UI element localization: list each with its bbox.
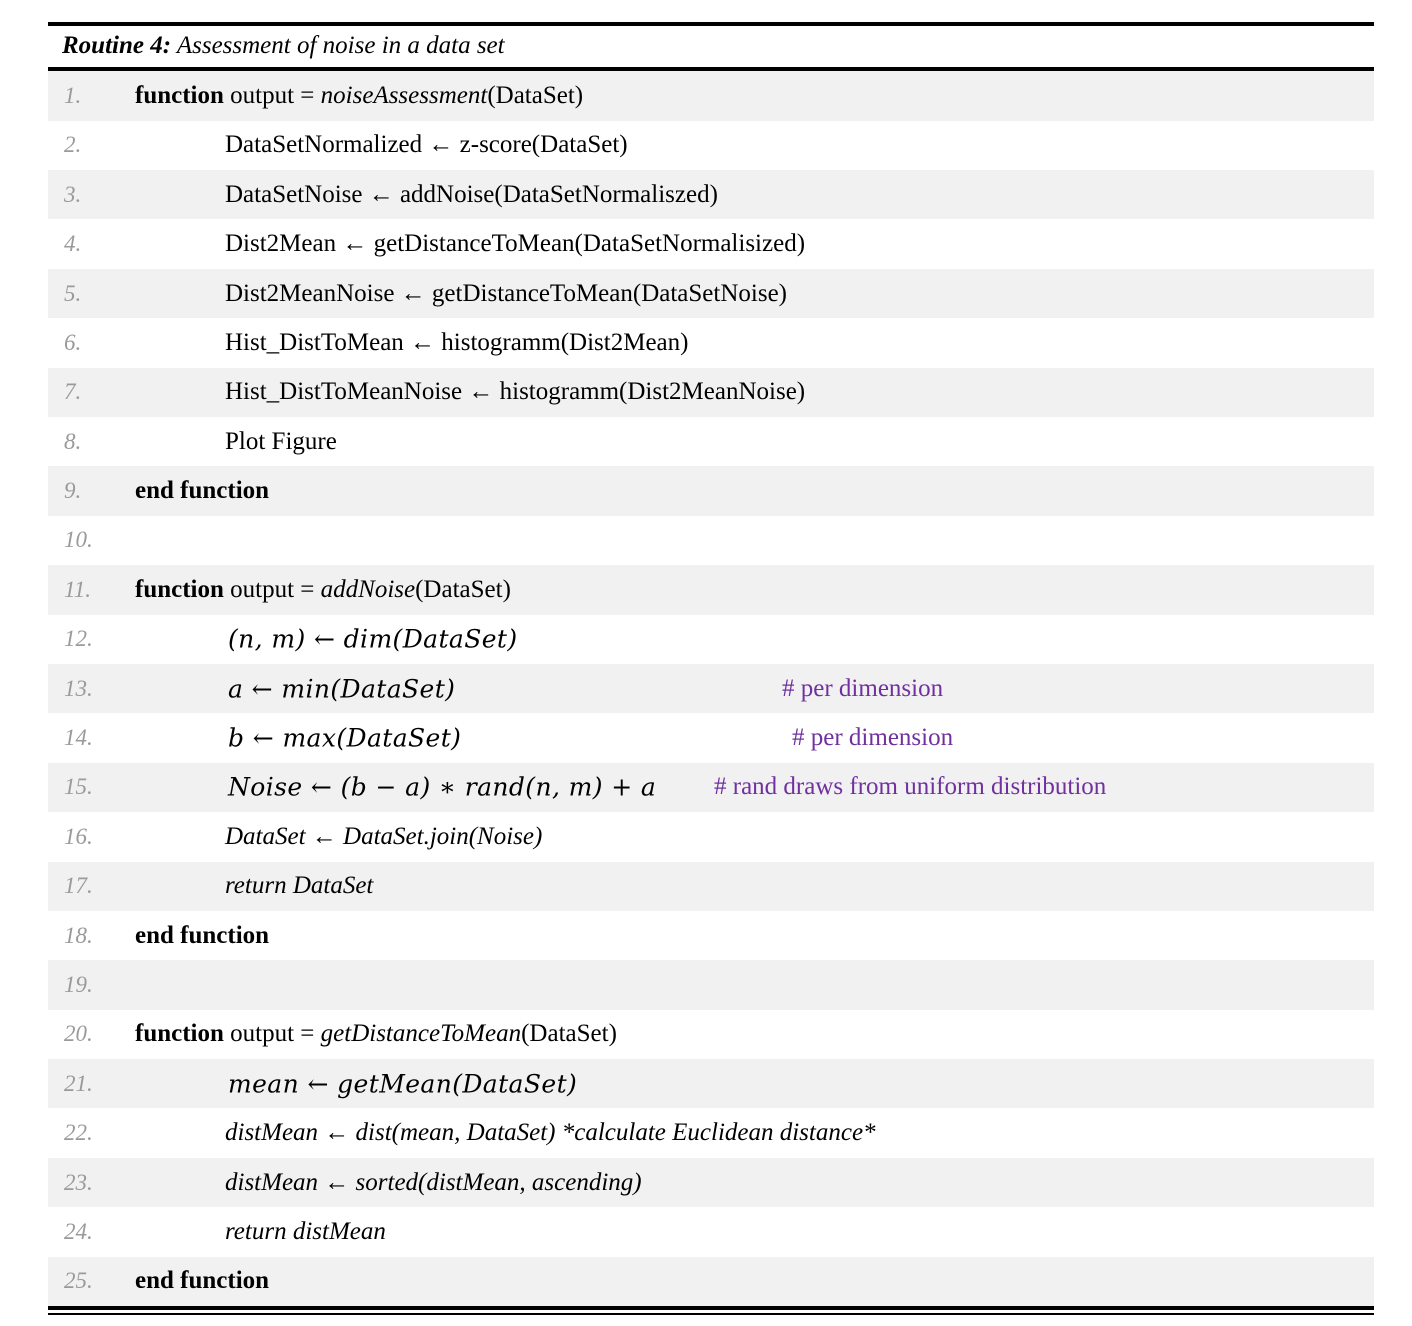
code-line-text: mean ← getMean(DataSet): [228, 1069, 578, 1099]
code-line-text: DataSetNormalized ← z-score(DataSet): [225, 131, 628, 159]
line-number: 10.: [64, 527, 93, 553]
code-token: (DataSet): [521, 1020, 617, 1048]
code-line-row: 23. distMean ← sorted(distMean, ascending…: [48, 1157, 1374, 1208]
code-line-row: 7. Hist_DistToMeanNoise ← histogramm(Dist…: [48, 367, 1374, 417]
code-line-text: Plot Figure: [225, 427, 337, 455]
table-top-rule: [48, 22, 1374, 26]
code-line-text: end function: [135, 921, 270, 949]
code-line-text: distMean ← dist(mean, DataSet) *calculat…: [225, 1119, 876, 1147]
code-line-row: 19.: [48, 960, 1374, 1010]
line-number: 9.: [64, 478, 82, 504]
code-line-text: DataSet ← DataSet.join(Noise): [225, 822, 543, 850]
code-line-list: 1.function output = noiseAssessment(Data…: [48, 71, 1374, 1307]
code-line-row: 1. function output = noiseAssessment(Data…: [48, 71, 1374, 121]
line-number: 18.: [64, 922, 93, 948]
code-line-row: 6. Hist_DistToMean ← histogramm(Dist2Mean…: [48, 318, 1374, 368]
code-line-row: 14. b ← max(DataSet) # per dimension: [48, 713, 1374, 763]
code-line-row: 8. Plot Figure: [48, 416, 1374, 467]
line-number: 17.: [64, 873, 93, 899]
line-number: 15.: [64, 774, 93, 800]
code-token: function: [135, 1020, 224, 1048]
code-line-row: 4. Dist2Mean ← getDistanceToMean(DataSetN…: [48, 219, 1374, 269]
code-line-row: 15. Noise ← (b − a) ∗ rand(n, m) + a # ran…: [48, 762, 1374, 813]
line-number: 16.: [64, 823, 93, 849]
code-line-text: Hist_DistToMean ← histogramm(Dist2Mean): [225, 328, 689, 356]
line-number: 5.: [64, 280, 82, 306]
code-line-text: Noise ← (b − a) ∗ rand(n, m) + a: [228, 772, 657, 802]
code-line-text: Dist2Mean ← getDistanceToMean(DataSetNor…: [225, 230, 806, 258]
table-bottom-rule-thin: [48, 1313, 1374, 1316]
code-line-text: function output = addNoise(DataSet): [135, 576, 511, 604]
code-line-row: 9. end function: [48, 466, 1374, 516]
line-number: 24.: [64, 1218, 93, 1244]
code-comment: # per dimension: [792, 724, 954, 752]
code-token: (DataSet): [415, 575, 511, 603]
code-line-row: 13. a ← min(DataSet) # per dimension: [48, 663, 1374, 714]
code-line-text: return distMean: [225, 1217, 386, 1245]
code-line-text: end function: [135, 1267, 270, 1295]
code-line-text: Hist_DistToMeanNoise ← histogramm(Dist2M…: [225, 378, 806, 406]
code-token: output =: [223, 81, 321, 109]
code-token: (DataSet): [487, 81, 584, 109]
code-line-text: function output = noiseAssessment(DataSe…: [135, 82, 583, 110]
line-number: 21.: [64, 1070, 93, 1096]
code-line-text: a ← min(DataSet): [228, 674, 456, 704]
header-separator-rule: [48, 67, 1374, 72]
table-bottom-rule-thick: [48, 1306, 1374, 1311]
line-number: 14.: [64, 725, 93, 751]
code-line-row: 22. distMean ← dist(mean, DataSet) *calcu…: [48, 1108, 1374, 1158]
line-number: 8.: [64, 428, 82, 454]
code-line-row: 25. end function: [48, 1256, 1374, 1307]
code-line-row: 24. return distMean: [48, 1207, 1374, 1257]
routine-table: Routine 4: Assessment of noise in a data…: [48, 22, 1374, 1316]
code-token: function: [135, 575, 224, 603]
code-comment: # per dimension: [782, 674, 944, 702]
line-number: 7.: [64, 379, 82, 405]
line-number: 1.: [64, 82, 82, 108]
code-line-row: 18. end function: [48, 910, 1374, 961]
code-line-text: b ← max(DataSet): [228, 723, 462, 753]
code-line-text: Dist2MeanNoise ← getDistanceToMean(DataS…: [225, 279, 787, 307]
line-number: 3.: [64, 181, 82, 207]
line-number: 22.: [64, 1120, 93, 1146]
table-bottom-rule-gap: [48, 1310, 1374, 1314]
code-line-row: 3. DataSetNoise ← addNoise(DataSetNormali…: [48, 170, 1374, 220]
code-line-row: 11. function output = addNoise(DataSet): [48, 565, 1374, 615]
line-number: 25.: [64, 1268, 93, 1294]
line-number: 23.: [64, 1169, 93, 1195]
routine-title: Assessment of noise in a data set: [171, 32, 505, 59]
code-line-row: 10.: [48, 515, 1374, 566]
routine-label: Routine 4:: [62, 32, 172, 59]
code-token: noiseAssessment: [320, 81, 488, 109]
code-token: function: [135, 81, 224, 109]
code-line-row: 12. (n, m) ← dim(DataSet): [48, 614, 1374, 664]
code-line-text: return DataSet: [225, 872, 374, 900]
code-line-text: DataSetNoise ← addNoise(DataSetNormalisz…: [225, 180, 718, 208]
code-line-row: 5. Dist2MeanNoise ← getDistanceToMean(Dat…: [48, 268, 1374, 319]
code-line-row: 20. function output = getDistanceToMean(D…: [48, 1009, 1374, 1060]
code-token: addNoise: [320, 575, 416, 603]
code-line-text: (n, m) ← dim(DataSet): [228, 624, 518, 654]
line-number: 11.: [64, 576, 92, 602]
line-number: 20.: [64, 1021, 93, 1047]
code-line-row: 17. return DataSet: [48, 861, 1374, 911]
code-comment: # rand draws from uniform distribution: [714, 773, 1107, 801]
code-token: output =: [223, 575, 321, 603]
line-number: 2.: [64, 132, 82, 158]
line-number: 13.: [64, 675, 93, 701]
line-number: 12.: [64, 626, 93, 652]
code-line-text: function output = getDistanceToMean(Data…: [135, 1020, 617, 1048]
line-number: 6.: [64, 329, 82, 355]
code-token: output =: [223, 1020, 321, 1048]
line-number: 19.: [64, 971, 93, 997]
table-caption: Routine 4: Assessment of noise in a data…: [48, 26, 1374, 68]
line-number: 4.: [64, 231, 82, 257]
code-line-row: 16. DataSet ← DataSet.join(Noise): [48, 812, 1374, 862]
code-line-row: 2. DataSetNormalized ← z-score(DataSet): [48, 120, 1374, 171]
code-line-row: 21. mean ← getMean(DataSet): [48, 1059, 1374, 1109]
code-line-text: distMean ← sorted(distMean, ascending): [225, 1168, 642, 1196]
code-token: getDistanceToMean: [320, 1020, 522, 1048]
code-line-text: end function: [135, 477, 270, 505]
